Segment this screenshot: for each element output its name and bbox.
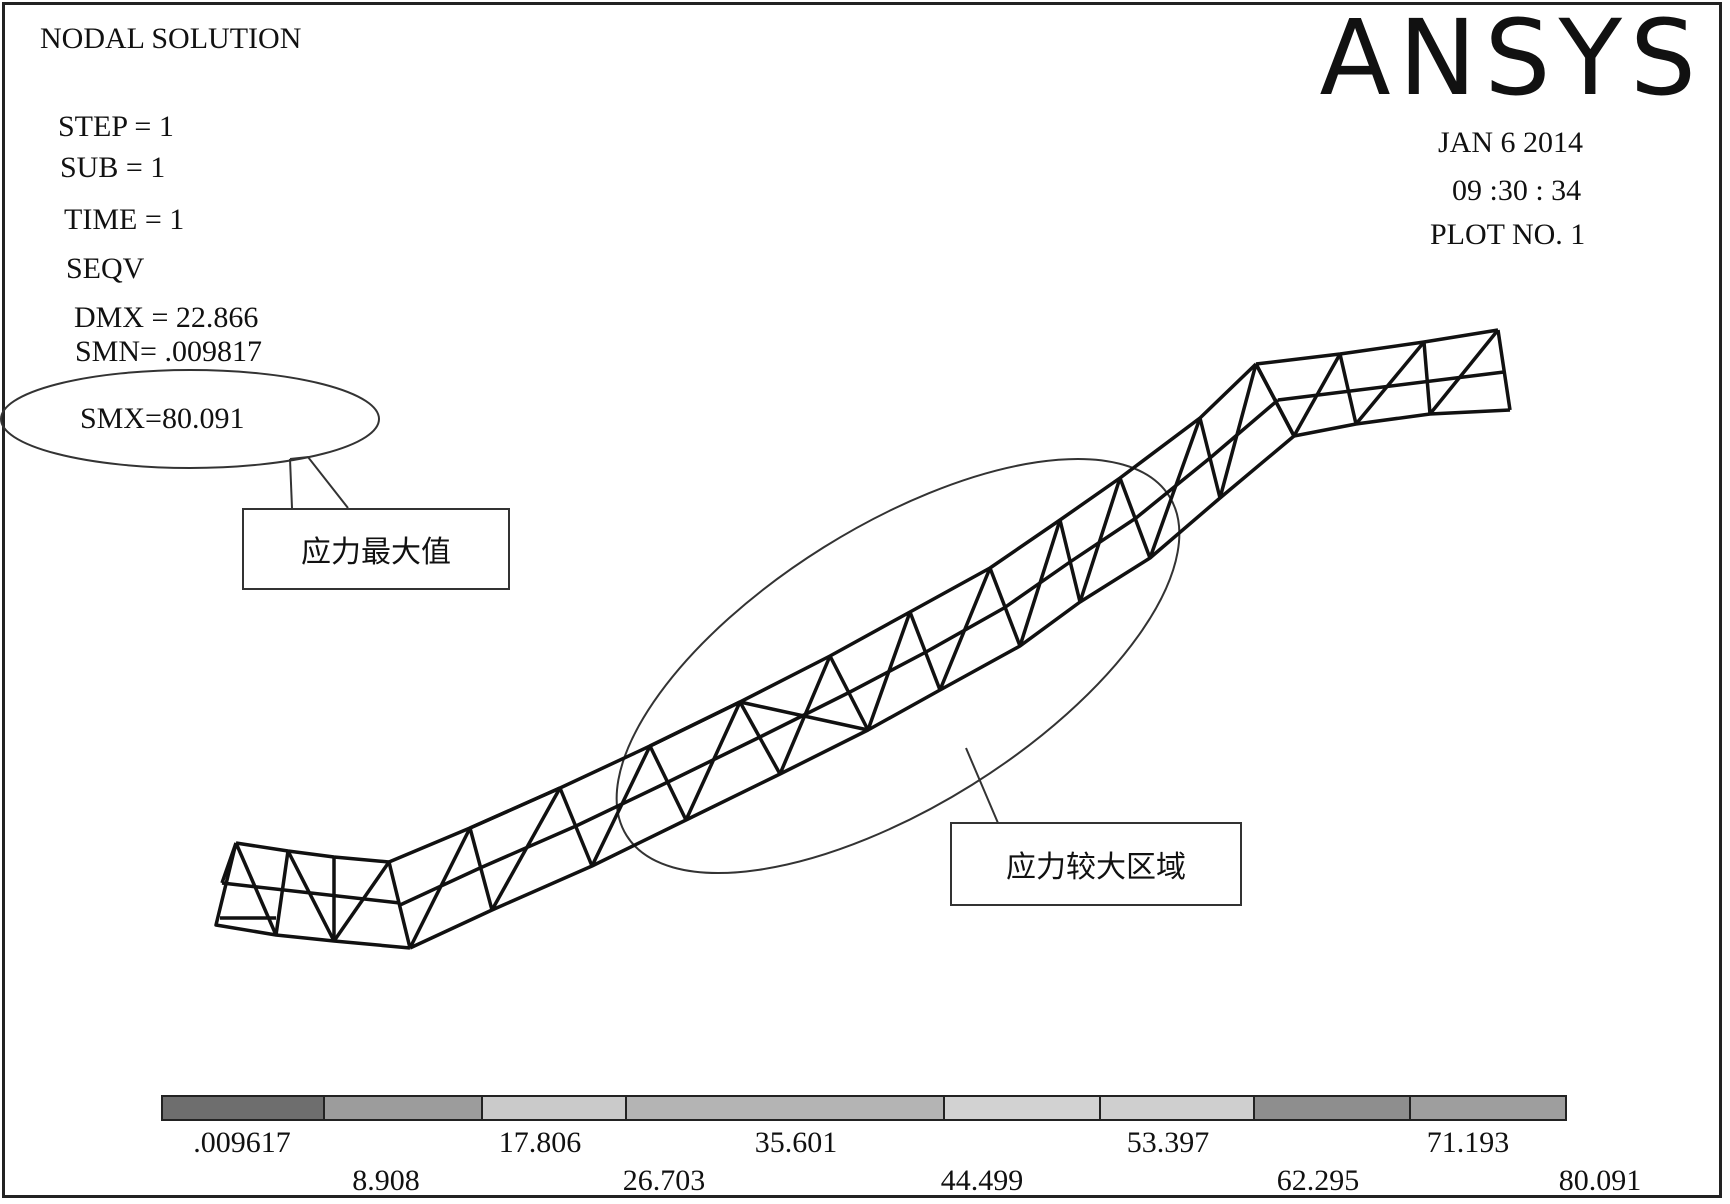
- result-type: SEQV: [66, 252, 145, 285]
- legend-swatch-5: [943, 1095, 1101, 1121]
- time-value: TIME = 1: [64, 203, 185, 236]
- truss-model: [214, 328, 1512, 950]
- dmx-value: DMX = 22.866: [74, 301, 259, 334]
- high-stress-leader: [965, 747, 1066, 824]
- legend-label-upper-4: 53.397: [1126, 1126, 1210, 1159]
- legend-swatch-1: [161, 1095, 325, 1121]
- max-stress-leader: [289, 455, 349, 509]
- legend-label-upper-5: 71.193: [1426, 1126, 1510, 1159]
- legend-label-lower-5: 80.091: [1558, 1164, 1642, 1197]
- legend-label-upper-1: .009617: [193, 1126, 291, 1159]
- legend-bar: [161, 1095, 1567, 1121]
- plot-time: 09 :30 : 34: [1452, 174, 1582, 207]
- legend-swatch-4: [625, 1095, 945, 1121]
- legend-label-lower-3: 44.499: [940, 1164, 1024, 1197]
- smx-value: SMX=80.091: [80, 402, 245, 435]
- smn-value: SMN= .009817: [75, 335, 262, 368]
- ansys-logo: ANSYS: [1319, 0, 1704, 119]
- step-value: STEP = 1: [58, 110, 174, 143]
- plot-date: JAN 6 2014: [1438, 126, 1584, 159]
- legend-label-lower-4: 62.295: [1276, 1164, 1360, 1197]
- high-stress-callout: 应力较大区域: [950, 822, 1242, 906]
- plot-title: NODAL SOLUTION: [40, 22, 302, 55]
- max-stress-callout: 应力最大值: [242, 508, 510, 590]
- legend-swatch-8: [1409, 1095, 1567, 1121]
- legend-swatch-6: [1099, 1095, 1255, 1121]
- high-stress-ellipse: [615, 457, 1181, 875]
- plot-number: PLOT NO. 1: [1430, 218, 1586, 251]
- legend-swatch-7: [1253, 1095, 1411, 1121]
- smx-ellipse: [0, 369, 380, 469]
- legend-swatch-2: [323, 1095, 483, 1121]
- legend-label-lower-1: 8.908: [352, 1164, 420, 1197]
- max-stress-leader-left: [289, 458, 293, 509]
- legend-label-upper-3: 35.601: [754, 1126, 838, 1159]
- legend-swatch-3: [481, 1095, 627, 1121]
- legend-label-upper-2: 17.806: [498, 1126, 582, 1159]
- sub-value: SUB = 1: [60, 151, 166, 184]
- legend-label-lower-2: 26.703: [622, 1164, 706, 1197]
